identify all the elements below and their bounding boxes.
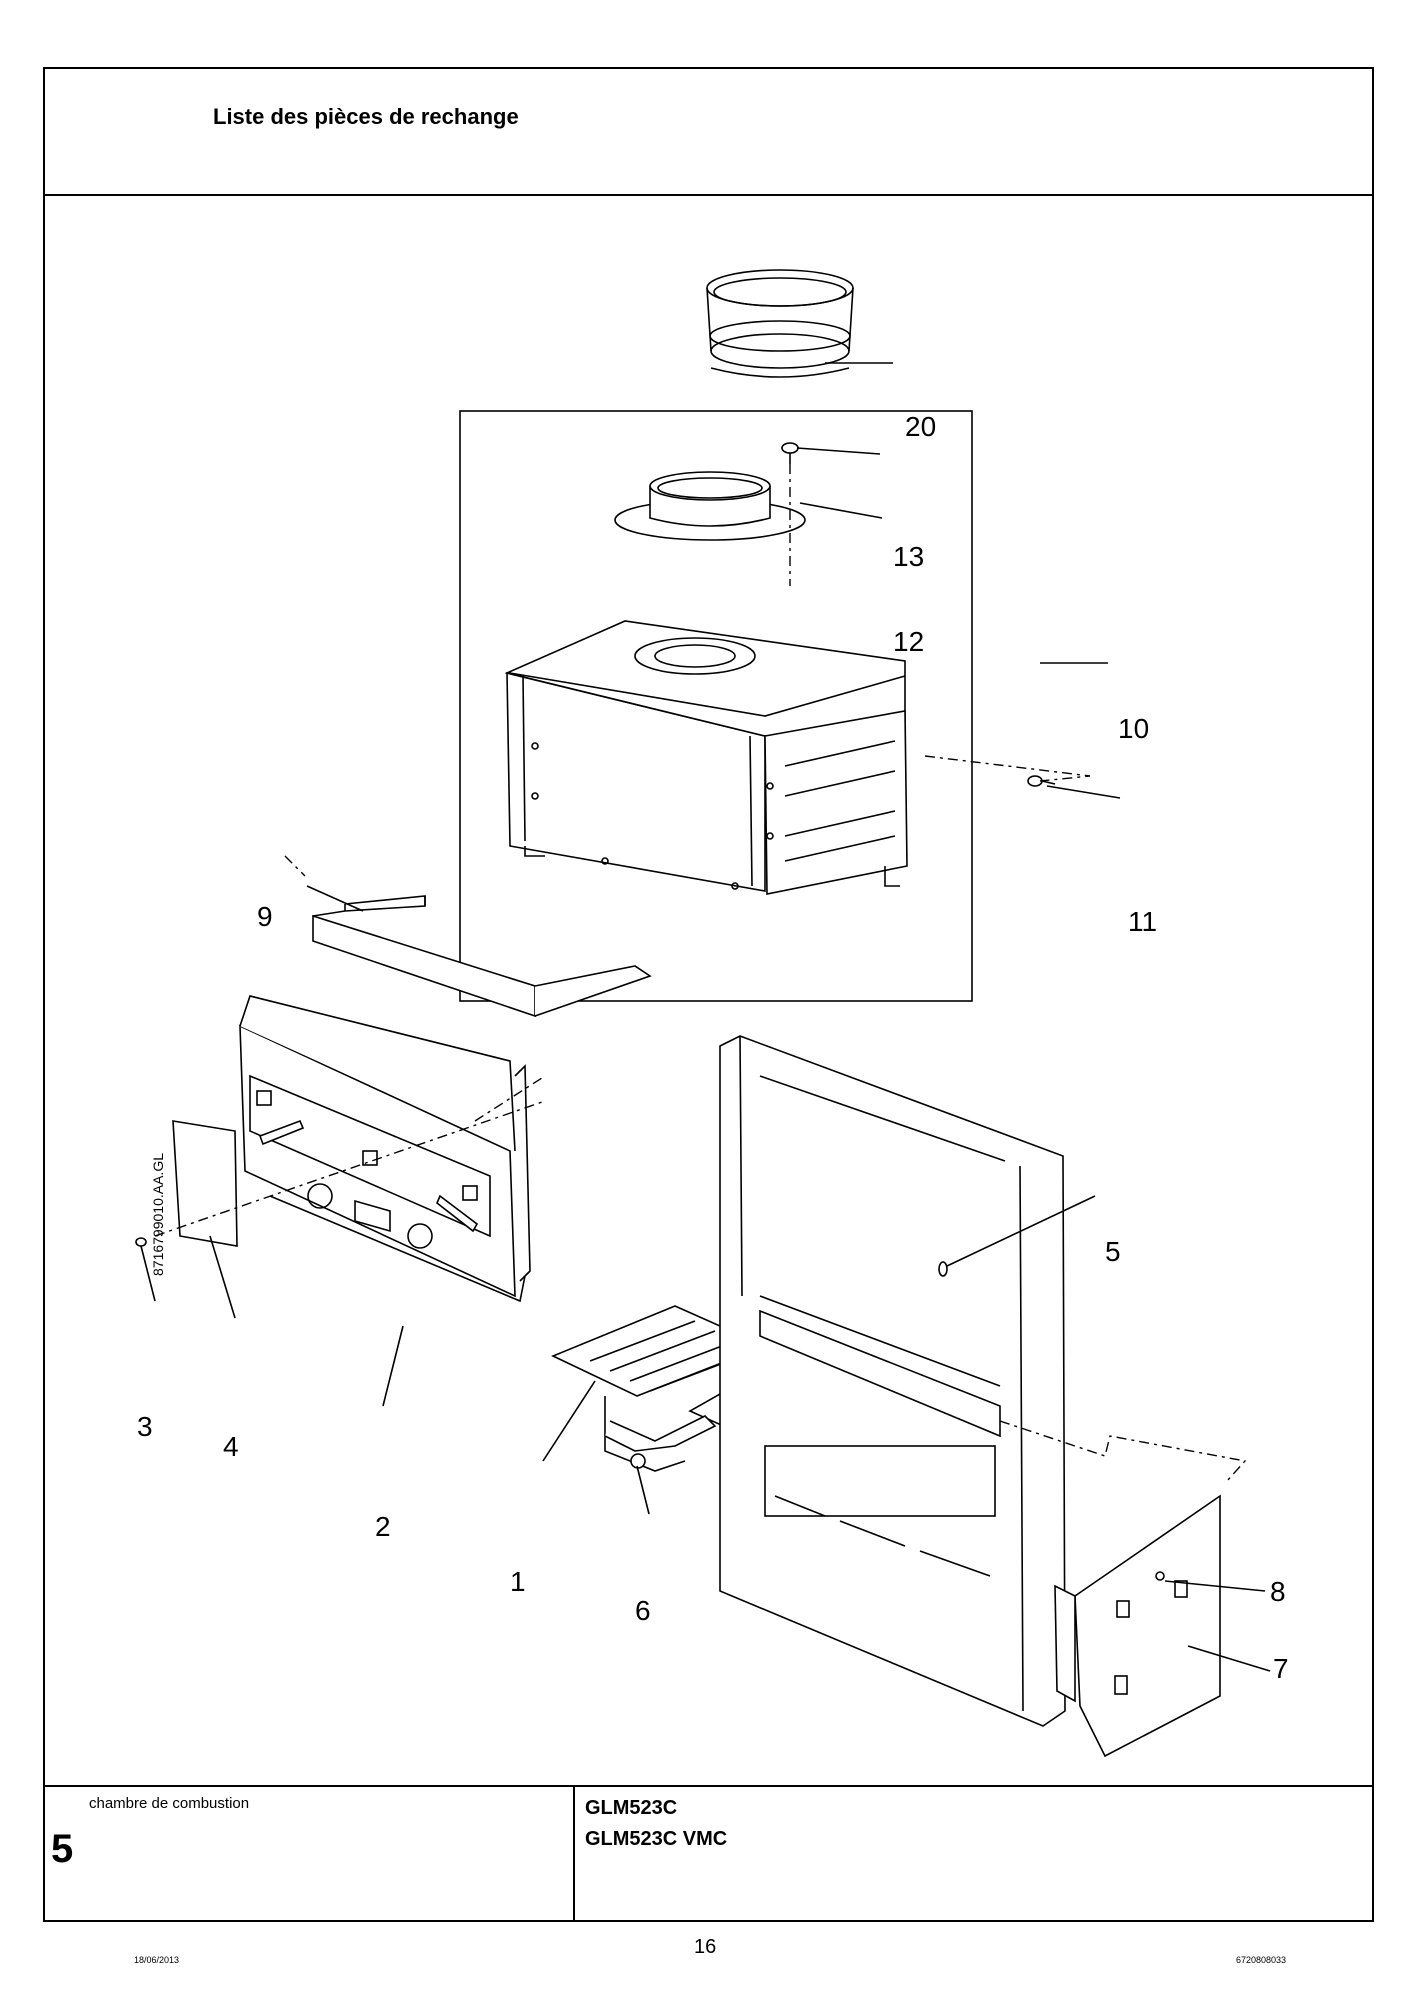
part-6-bracket <box>604 1415 717 1469</box>
subassembly-boundary <box>459 410 973 1002</box>
part-20-flue-collar <box>706 269 854 378</box>
callout-10: 10 <box>1118 713 1149 744</box>
section-number: 5 <box>51 1827 74 1871</box>
callout-7: 7 <box>1273 1653 1289 1684</box>
part-2-side-panel <box>239 995 531 1303</box>
callout-2: 2 <box>375 1511 391 1542</box>
callout-6: 6 <box>635 1595 651 1626</box>
part-5-back-frame <box>719 1035 1066 1727</box>
callout-5: 5 <box>1105 1236 1121 1267</box>
document-number: 6720808033 <box>1236 1955 1287 1965</box>
exploded-view-drawing: 8716799010.AA.GL 20 13 12 <box>45 196 1372 1785</box>
part-3-screw <box>135 1237 147 1247</box>
callout-1: 1 <box>510 1566 526 1597</box>
document-code: 8716799010.AA.GL <box>150 1153 166 1276</box>
part-8-screw <box>1155 1571 1165 1581</box>
callout-11: 11 <box>1128 906 1157 937</box>
footer-section: chambre de combustion 5 <box>45 1787 575 1920</box>
callout-4: 4 <box>223 1431 239 1462</box>
page-frame: Liste des pièces de rechange <box>43 67 1374 1922</box>
callout-9: 9 <box>257 901 273 932</box>
footer: chambre de combustion 5 GLM523C GLM523C … <box>45 1785 1372 1920</box>
part-12-collar <box>614 471 806 541</box>
part-9-deflector <box>312 895 652 1018</box>
leader-lines <box>140 362 1271 1672</box>
part-10-combustion-box <box>504 620 908 895</box>
model-name: GLM523C <box>585 1797 678 1819</box>
callout-3: 3 <box>137 1411 153 1442</box>
header: Liste des pièces de rechange <box>45 69 1372 196</box>
part-4-side-plate <box>172 1120 238 1247</box>
model-list: GLM523C GLM523C VMC <box>585 1793 727 1855</box>
callout-13: 13 <box>893 541 924 572</box>
page-title: Liste des pièces de rechange <box>213 104 519 129</box>
callout-12: 12 <box>893 626 924 657</box>
model-name: GLM523C VMC <box>585 1828 728 1850</box>
part-7-side-bracket <box>1054 1494 1221 1758</box>
section-description: chambre de combustion <box>89 1795 250 1812</box>
page-number: 16 <box>694 1936 717 1958</box>
callout-20: 20 <box>905 411 936 442</box>
callout-8: 8 <box>1270 1576 1286 1607</box>
part-13-screw <box>781 442 799 464</box>
print-date: 18/06/2013 <box>134 1955 180 1965</box>
